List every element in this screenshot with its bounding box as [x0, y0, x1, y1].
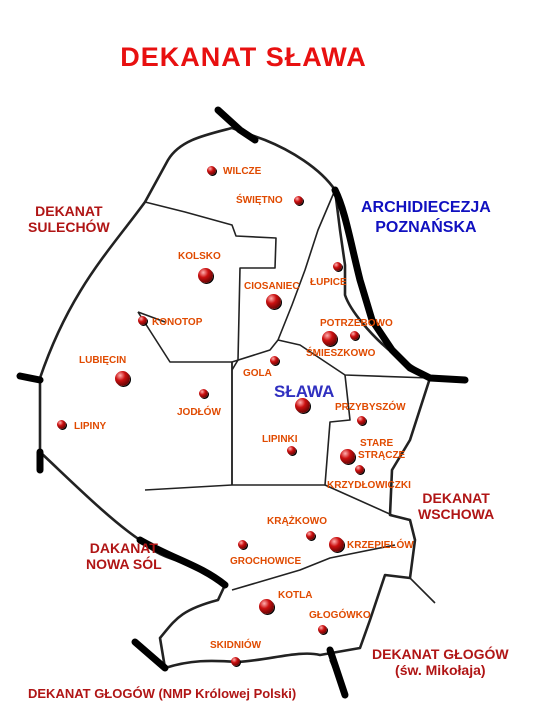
place-krazkowo: KRĄŻKOWO	[267, 516, 327, 527]
marker-lipinki	[287, 446, 296, 455]
marker-grochowice	[238, 540, 247, 549]
marker-lubiecin	[115, 371, 130, 386]
place-lipinki: LIPINKI	[262, 434, 298, 445]
region-label: DEKANAT GŁOGÓW (NMP Królowej Polski)	[28, 686, 297, 701]
marker-slawa	[295, 398, 310, 413]
place-przybyszow: PRZYBYSZÓW	[335, 402, 406, 413]
region-label: DEKANAT GŁOGÓW	[372, 646, 509, 662]
region-label: DEKANAT	[422, 490, 490, 506]
marker-krazkowo	[306, 531, 315, 540]
place-jodlow: JODŁÓW	[177, 407, 221, 418]
outer-boundary	[38, 126, 432, 670]
region-archidiecezja: ARCHIDIECEZJA POZNAŃSKA	[361, 198, 491, 238]
place-gola: GOLA	[243, 368, 272, 379]
marker-kolsko	[198, 268, 213, 283]
region-glogow-nmp: DEKANAT GŁOGÓW (NMP Królowej Polski)	[28, 686, 296, 702]
place-skidniow: SKIDNIÓW	[210, 640, 262, 651]
place-smieszkowo: ŚMIESZKOWO	[306, 348, 376, 359]
region-nowa-sol: DAKANAT NOWA SÓL	[86, 540, 162, 572]
place-stracze: STRĄCZE	[358, 450, 406, 461]
place-kotla: KOTLA	[278, 590, 313, 601]
region-label: DEKANAT	[35, 203, 103, 219]
marker-kotla	[259, 599, 274, 614]
region-label: DAKANAT	[89, 540, 158, 556]
marker-skidniow	[231, 657, 240, 666]
marker-konotop	[138, 316, 147, 325]
place-ciosaniec: CIOSANIEC	[244, 281, 300, 292]
place-stare: STARE	[360, 438, 394, 449]
place-kolsko: KOLSKO	[178, 251, 221, 262]
marker-glogowko	[318, 625, 327, 634]
marker-wilcze	[207, 166, 216, 175]
map-title: DEKANAT SŁAWA	[120, 42, 367, 72]
place-potrzebowo: POTRZEBOWO	[320, 318, 393, 329]
place-konotop: KONOTOP	[152, 317, 203, 328]
marker-krzepielow	[329, 537, 344, 552]
place-slawa: SŁAWA	[274, 382, 335, 401]
thick-borders	[16, 106, 469, 699]
region-label: POZNAŃSKA	[375, 219, 477, 236]
place-lupice: ŁUPICE	[310, 277, 347, 288]
place-grochowice: GROCHOWICE	[230, 556, 302, 567]
place-wilcze: WILCZE	[223, 166, 262, 177]
marker-lipiny	[57, 420, 66, 429]
marker-krzydlowiczki	[355, 465, 364, 474]
place-krzydlowiczki: KRZYDŁOWICZKI	[327, 480, 411, 491]
place-swietno: ŚWIĘTNO	[236, 195, 283, 206]
marker-gola	[270, 356, 279, 365]
marker-smieszkowo	[350, 331, 359, 340]
region-sulechow: DEKANAT SULECHÓW	[28, 203, 110, 235]
region-label: ARCHIDIECEZJA	[361, 199, 491, 216]
place-lipiny: LIPINY	[74, 421, 107, 432]
marker-potrzebowo	[322, 331, 337, 346]
marker-lupice	[333, 262, 342, 271]
region-label: (św. Mikołaja)	[395, 662, 486, 678]
place-krzepielow: KRZEPIELÓW	[347, 540, 414, 551]
region-label: SULECHÓW	[28, 219, 110, 235]
marker-ciosaniec	[266, 294, 281, 309]
region-label: NOWA SÓL	[86, 556, 162, 572]
marker-przybyszow	[357, 416, 366, 425]
marker-swietno	[294, 196, 303, 205]
place-glogowko: GŁOGÓWKO	[309, 610, 371, 621]
region-glogow-mikolaja: DEKANAT GŁOGÓW (św. Mikołaja)	[372, 646, 509, 678]
marker-jodlow	[199, 389, 208, 398]
marker-stare-stracze	[340, 449, 355, 464]
region-wschowa: DEKANAT WSCHOWA	[418, 490, 494, 522]
place-lubiecin: LUBIĘCIN	[79, 355, 127, 366]
region-label: WSCHOWA	[418, 506, 495, 522]
